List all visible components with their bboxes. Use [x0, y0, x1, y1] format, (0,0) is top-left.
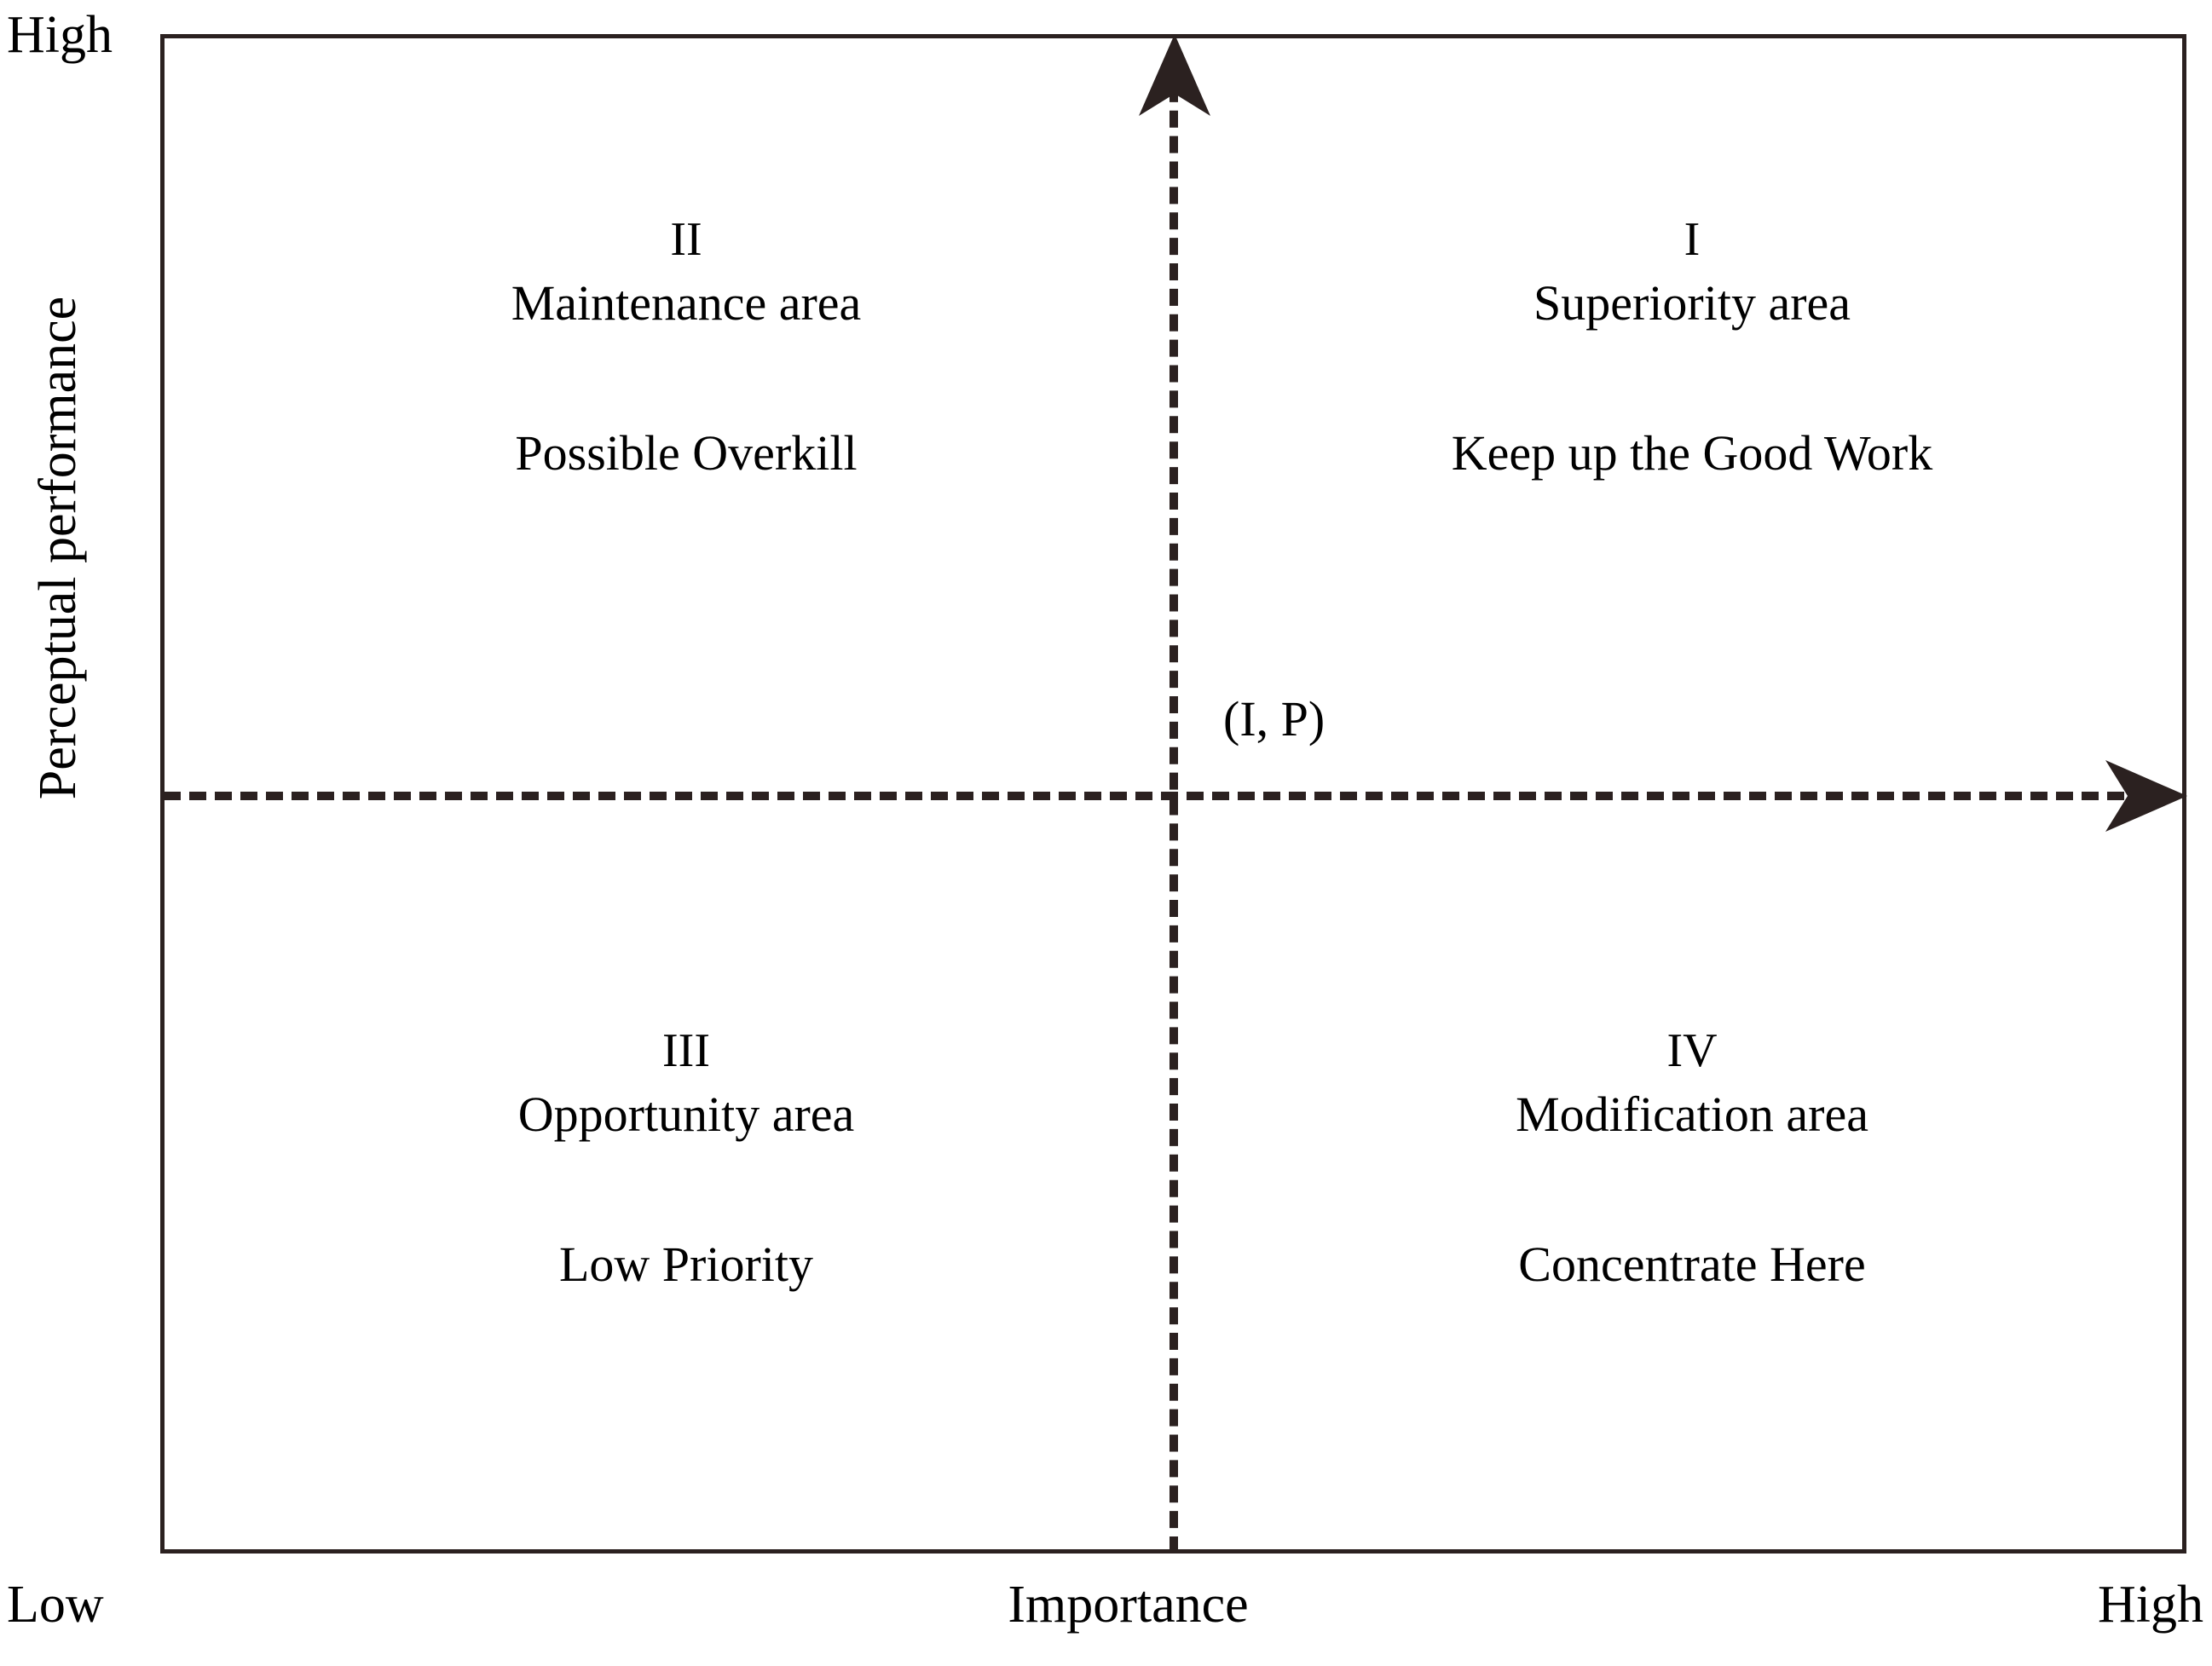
y-axis-high-label: High [7, 6, 113, 64]
vertical-dashed-axis-line [1170, 60, 1178, 1554]
quadrant-2-action-label: Possible Overkill [515, 425, 858, 481]
quadrant-2-roman-numeral: II [670, 213, 702, 266]
quadrant-1-roman-numeral: I [1684, 213, 1701, 266]
quadrant-4-roman-numeral: IV [1666, 1024, 1718, 1077]
x-axis-high-label: High [2098, 1576, 2203, 1634]
arrow-up-icon [1135, 34, 1214, 116]
quadrant-2-area-label: Maintenance area [511, 275, 862, 331]
quadrant-2-maintenance-area: II Maintenance area Possible Overkill [345, 216, 1027, 478]
quadrant-4-area-label: Modification area [1516, 1087, 1868, 1142]
horizontal-dashed-axis-line [164, 792, 2150, 800]
x-axis-title: Importance [0, 1578, 2212, 1631]
quadrant-1-action-label: Keep up the Good Work [1451, 425, 1933, 481]
quadrant-1-superiority-area: I Superiority area Keep up the Good Work [1351, 216, 2033, 478]
y-axis-title: Perceptual performance [29, 296, 87, 800]
quadrant-3-action-label: Low Priority [558, 1237, 814, 1292]
crosshair-point-label: (I, P) [1223, 691, 1325, 747]
quadrant-4-modification-area: IV Modification area Concentrate Here [1351, 1027, 2033, 1289]
x-axis-title-text: Importance [1008, 1576, 1249, 1634]
arrow-right-icon [2105, 757, 2187, 835]
quadrant-3-opportunity-area: III Opportunity area Low Priority [345, 1027, 1027, 1289]
quadrant-4-action-label: Concentrate Here [1518, 1237, 1866, 1292]
quadrant-3-roman-numeral: III [662, 1024, 710, 1077]
quadrant-3-area-label: Opportunity area [517, 1087, 855, 1142]
quadrant-1-area-label: Superiority area [1533, 275, 1851, 331]
x-axis-low-label: Low [7, 1576, 104, 1634]
